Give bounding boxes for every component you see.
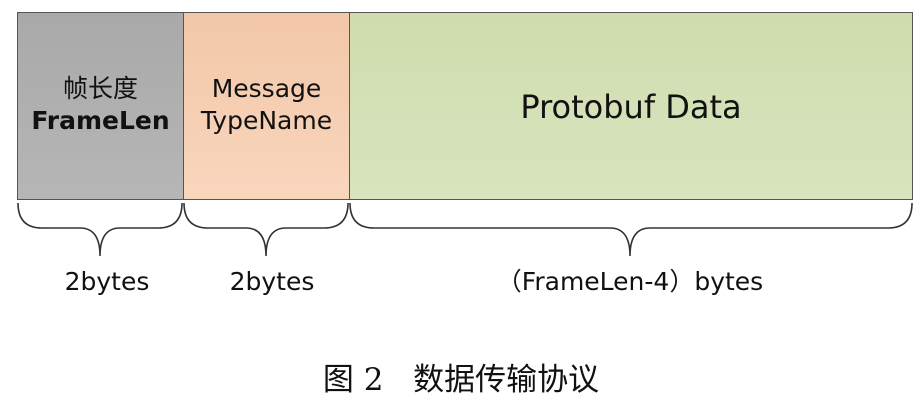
message-typename-size-label: 2bytes [229,267,315,296]
message-typename-line1: Message [211,74,322,103]
protobuf-data-title: Protobuf Data [520,88,742,126]
frame-structure: 帧长度 FrameLen Message TypeName Protobuf D… [17,12,913,200]
figure-caption: 图 2 数据传输协议 [322,362,600,398]
framelen-size-label: 2bytes [64,267,150,296]
framelen-title-en: FrameLen [31,106,170,135]
message-typename-field: Message TypeName [184,13,350,199]
brace-protobuf-data [349,202,913,257]
brace-framelen [17,202,183,257]
protobuf-data-size-label: （FrameLen-4）bytes [496,267,764,296]
brace-message-typename [183,202,349,257]
message-typename-line2: TypeName [200,106,333,135]
framelen-title-cn: 帧长度 [62,74,138,103]
framelen-field: 帧长度 FrameLen [18,13,184,199]
protobuf-data-field: Protobuf Data [350,13,912,199]
